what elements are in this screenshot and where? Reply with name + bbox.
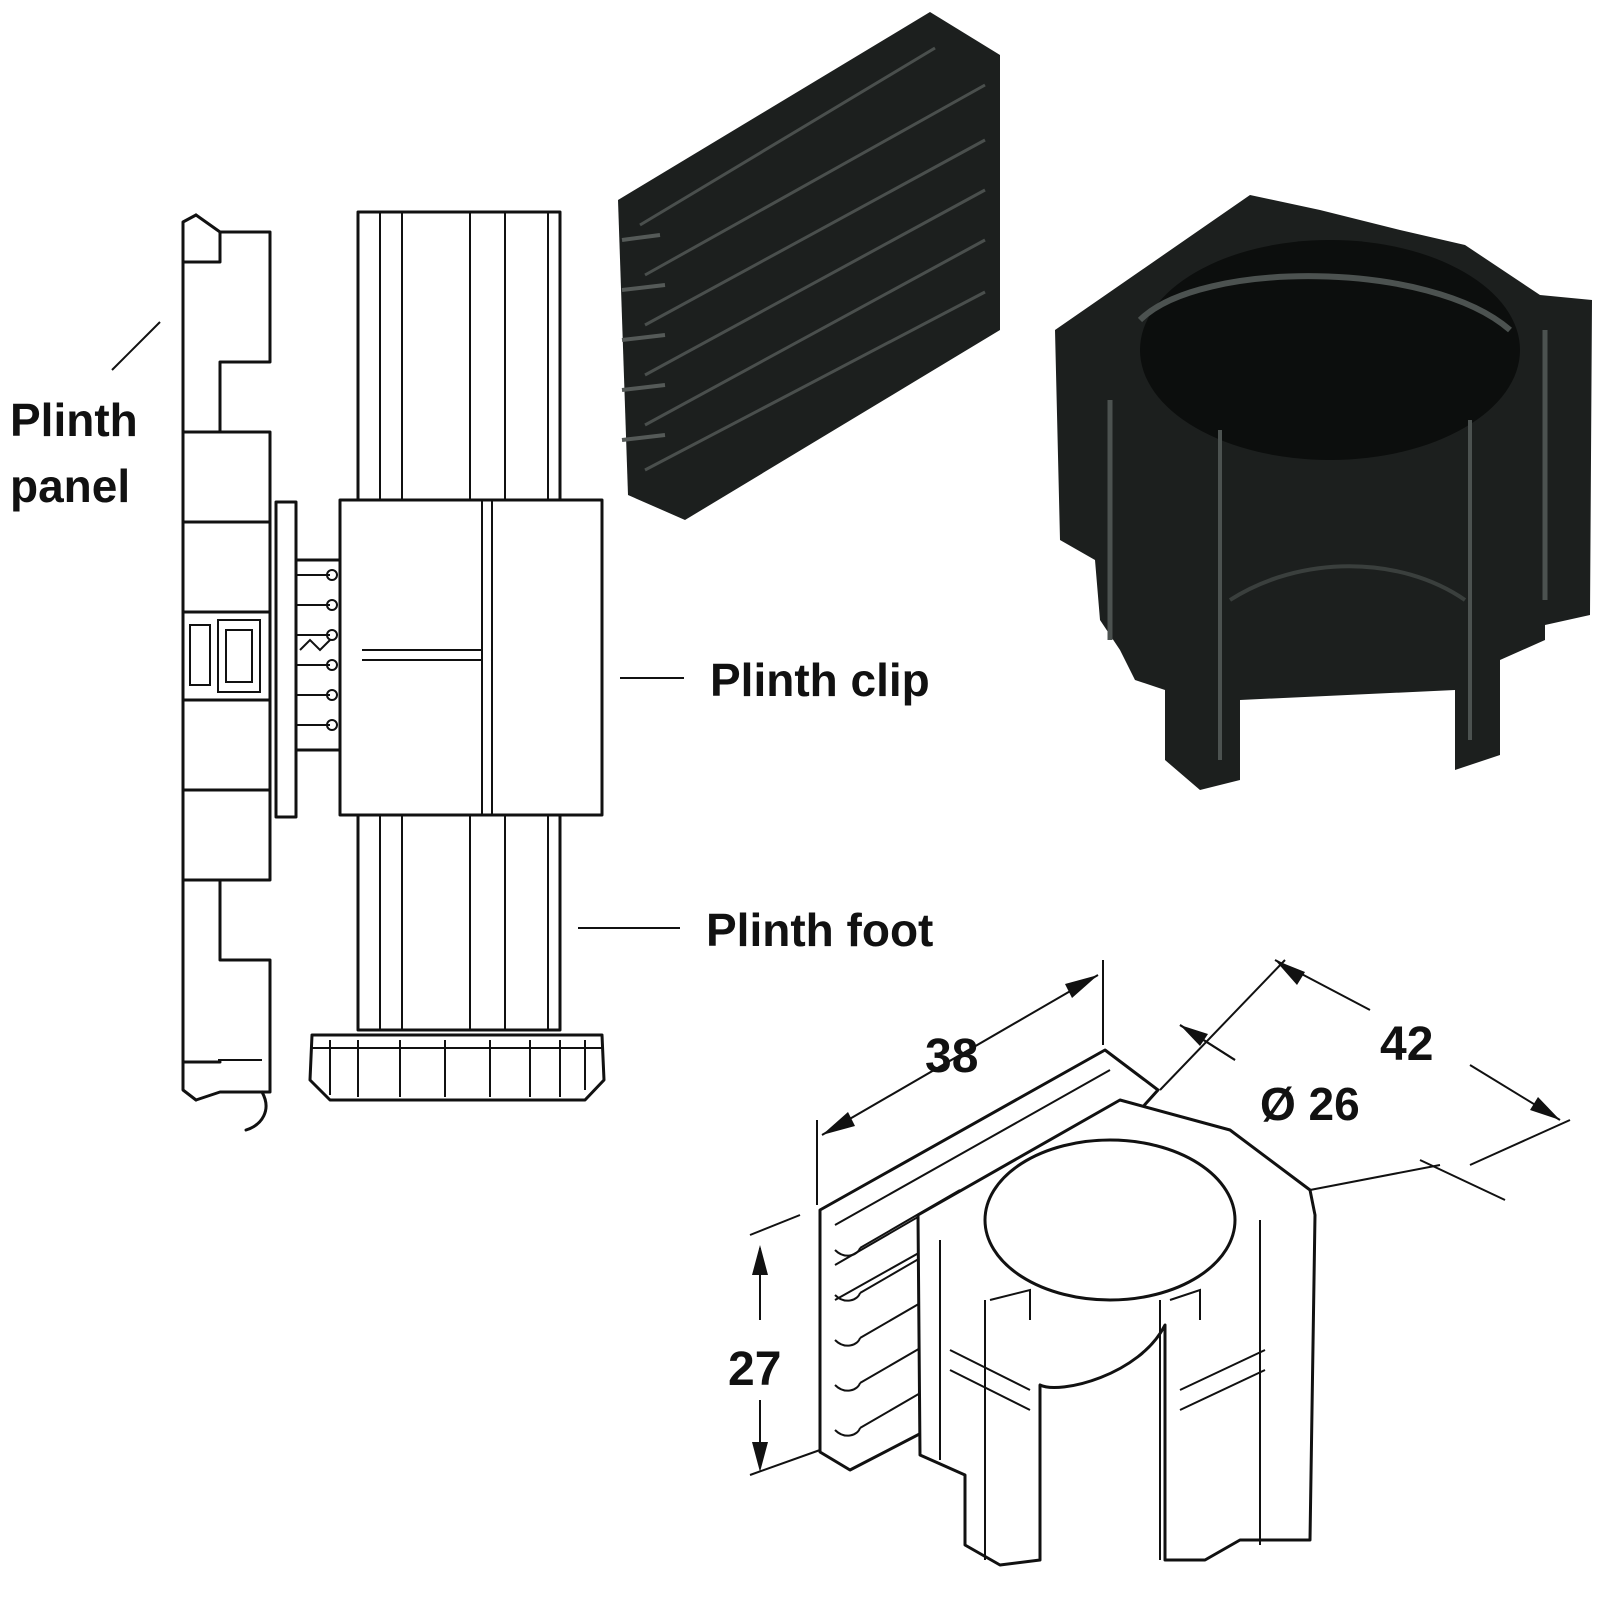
plinth-panel-label-line2: panel <box>10 460 130 512</box>
plinth-panel-label-line1: Plinth <box>10 394 138 446</box>
plinth-clip-label: Plinth clip <box>710 654 930 706</box>
dimension-width: 42 <box>1380 1018 1433 1071</box>
plinth-clip-drawing <box>274 498 604 819</box>
dimension-diameter: Ø 26 <box>1260 1078 1360 1130</box>
dimension-length: 38 <box>925 1030 978 1083</box>
plinth-panel-section <box>181 213 272 1132</box>
dimension-lines <box>749 959 1571 1476</box>
plinth-panel-leader <box>111 321 161 371</box>
dimension-height: 27 <box>728 1343 781 1396</box>
clip-body-photo <box>1055 195 1592 790</box>
plinth-foot-drawing <box>308 210 606 1102</box>
plinth-foot-label: Plinth foot <box>706 904 933 956</box>
clip-plate-photo <box>618 12 1000 520</box>
clip-dimension-drawing <box>818 1048 1317 1567</box>
